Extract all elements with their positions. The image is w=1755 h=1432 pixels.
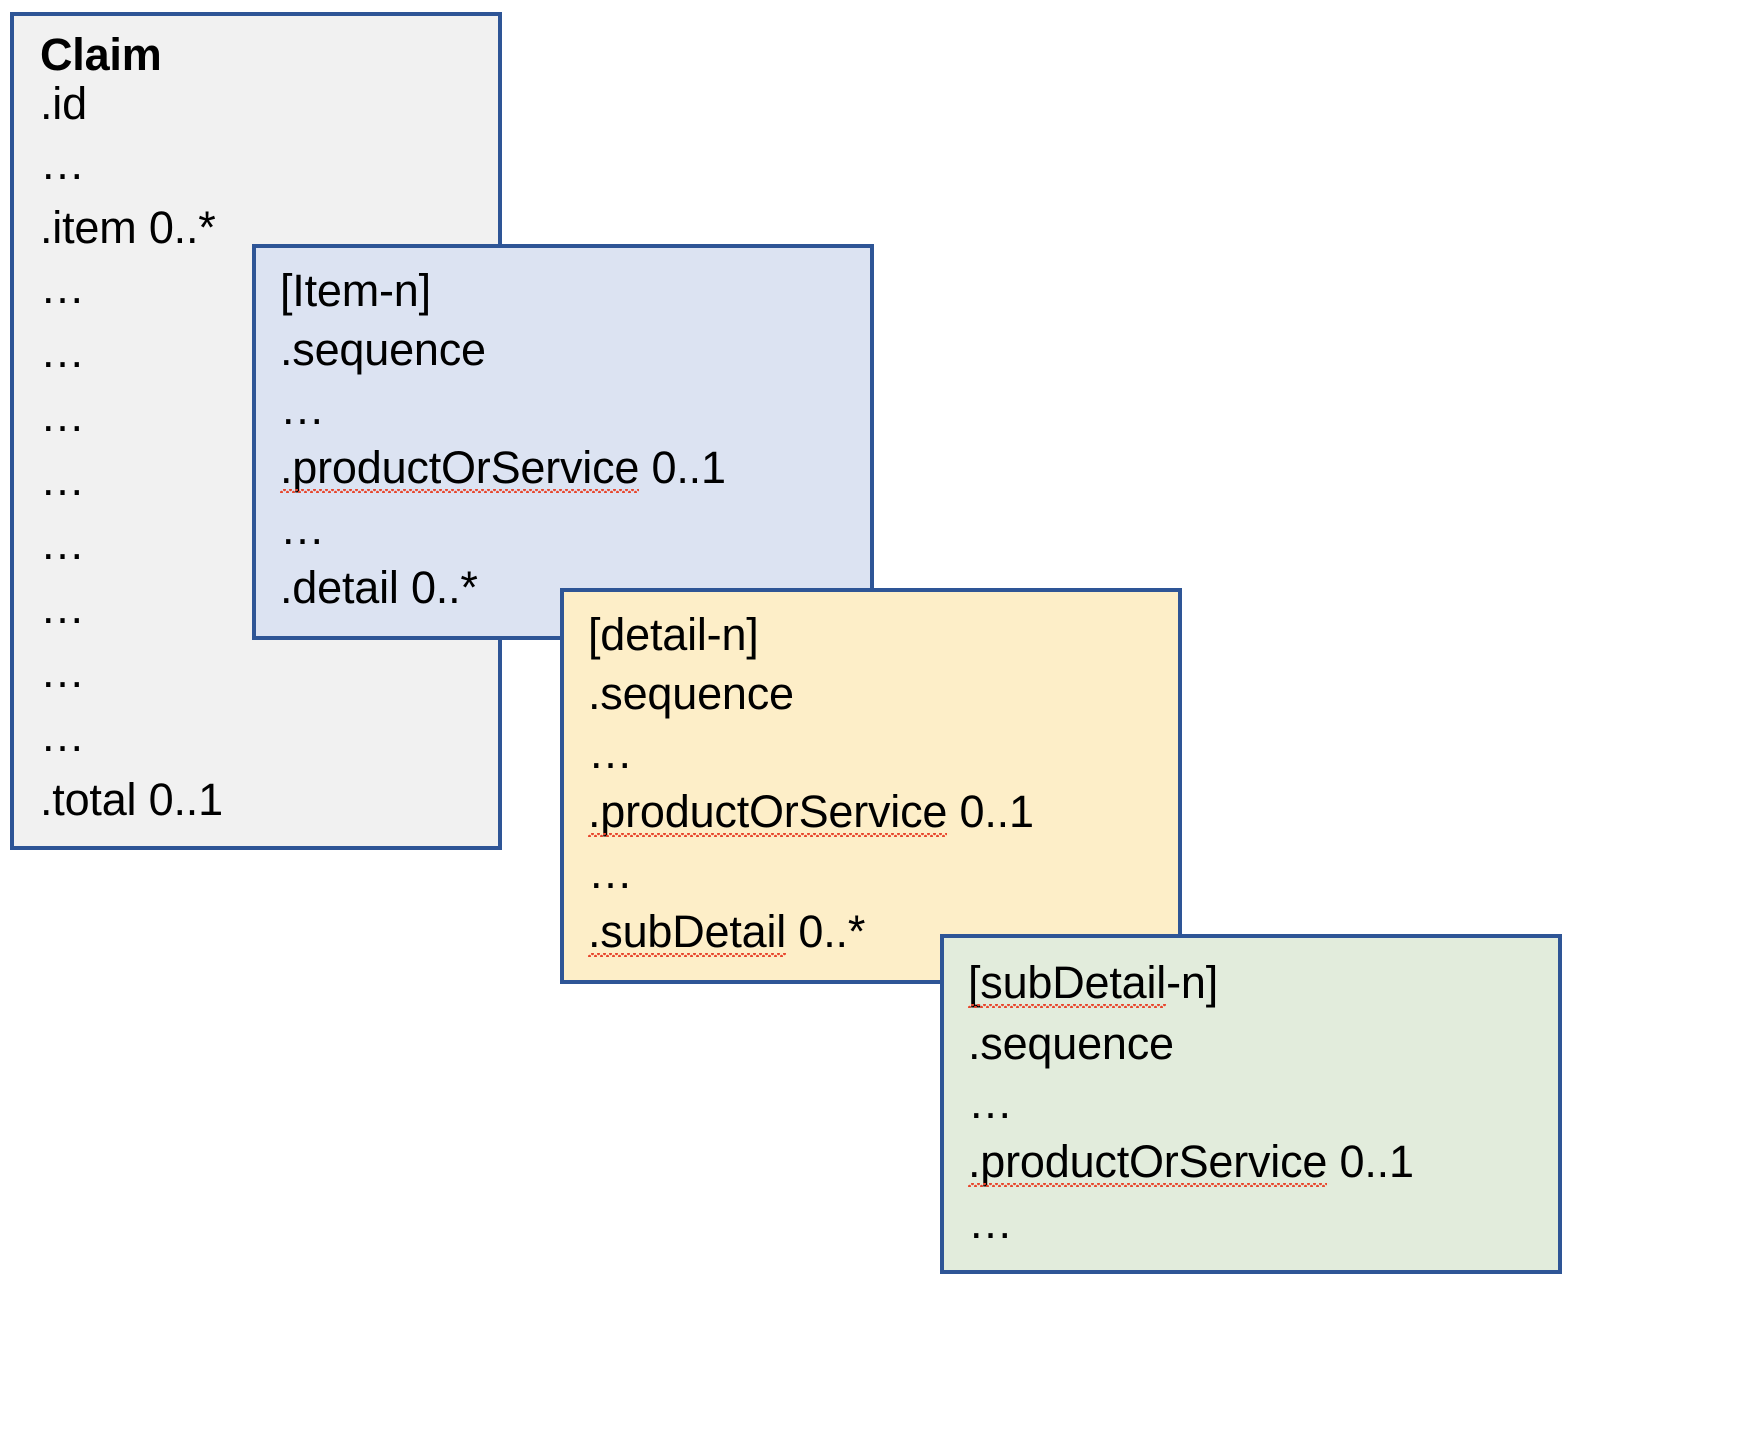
node-line: …: [40, 710, 85, 761]
item-node-lines: [Item-n] .sequence … .productOrService 0..1…: [256, 248, 870, 636]
node-line: …: [968, 1197, 1013, 1248]
spellcheck-underlined-text: .productOrService: [588, 786, 948, 837]
node-line-tail: 0..1: [1327, 1136, 1414, 1187]
node-line: .item 0..*: [40, 202, 216, 253]
claim-node-lines: Claim.id … .item 0..* … … … … … … … … .total 0..1: [14, 16, 498, 846]
spellcheck-underlined-text: [subDetail: [968, 957, 1167, 1008]
node-line: …: [280, 383, 325, 434]
node-line: …: [40, 646, 85, 697]
node-line: …: [968, 1077, 1013, 1128]
node-line: …: [588, 847, 633, 898]
node-line: …: [40, 454, 85, 505]
spellcheck-underlined-text: .productOrService: [280, 442, 640, 493]
subdetail-node[interactable]: [subDetail-n] .sequence … .productOrService…: [940, 934, 1562, 1274]
node-line: .total 0..1: [40, 774, 223, 825]
node-line: [detail-n]: [588, 609, 759, 660]
node-line: .sequence: [588, 668, 794, 719]
node-line: …: [280, 503, 325, 554]
detail-node-lines: [detail-n] .sequence … .productOrService 0.…: [564, 592, 1178, 980]
spellcheck-underlined-text: .productOrService: [968, 1136, 1328, 1187]
node-line: [Item-n]: [280, 265, 431, 316]
node-line: …: [40, 582, 85, 633]
node-line: [subDetail-n]: [968, 957, 1558, 1008]
node-line-tail: 0..1: [947, 786, 1034, 837]
node-line: …: [40, 518, 85, 569]
node-line: .productOrService 0..1: [968, 1136, 1558, 1187]
node-line: …: [588, 727, 633, 778]
node-line: Claim: [40, 29, 162, 80]
node-line: .subDetail 0..*: [588, 906, 1178, 957]
detail-node[interactable]: [detail-n] .sequence … .productOrService 0.…: [560, 588, 1182, 984]
node-line-tail: 0..1: [639, 442, 726, 493]
node-line: …: [40, 262, 85, 313]
item-node[interactable]: [Item-n] .sequence … .productOrService 0..1…: [252, 244, 874, 640]
node-line: .sequence: [968, 1018, 1174, 1069]
node-line: .id: [40, 78, 87, 129]
node-line: …: [40, 390, 85, 441]
node-line: .productOrService 0..1: [280, 442, 870, 493]
subdetail-node-lines: [subDetail-n] .sequence … .productOrService…: [944, 938, 1558, 1270]
node-line: .sequence: [280, 324, 486, 375]
spellcheck-underlined-text: .subDetail: [588, 906, 787, 957]
node-line: …: [40, 326, 85, 377]
node-line: .detail 0..*: [280, 562, 478, 613]
node-line-tail: -n]: [1166, 957, 1219, 1008]
node-line: .productOrService 0..1: [588, 786, 1178, 837]
node-line: …: [40, 138, 85, 189]
node-line-tail: 0..*: [786, 906, 866, 957]
